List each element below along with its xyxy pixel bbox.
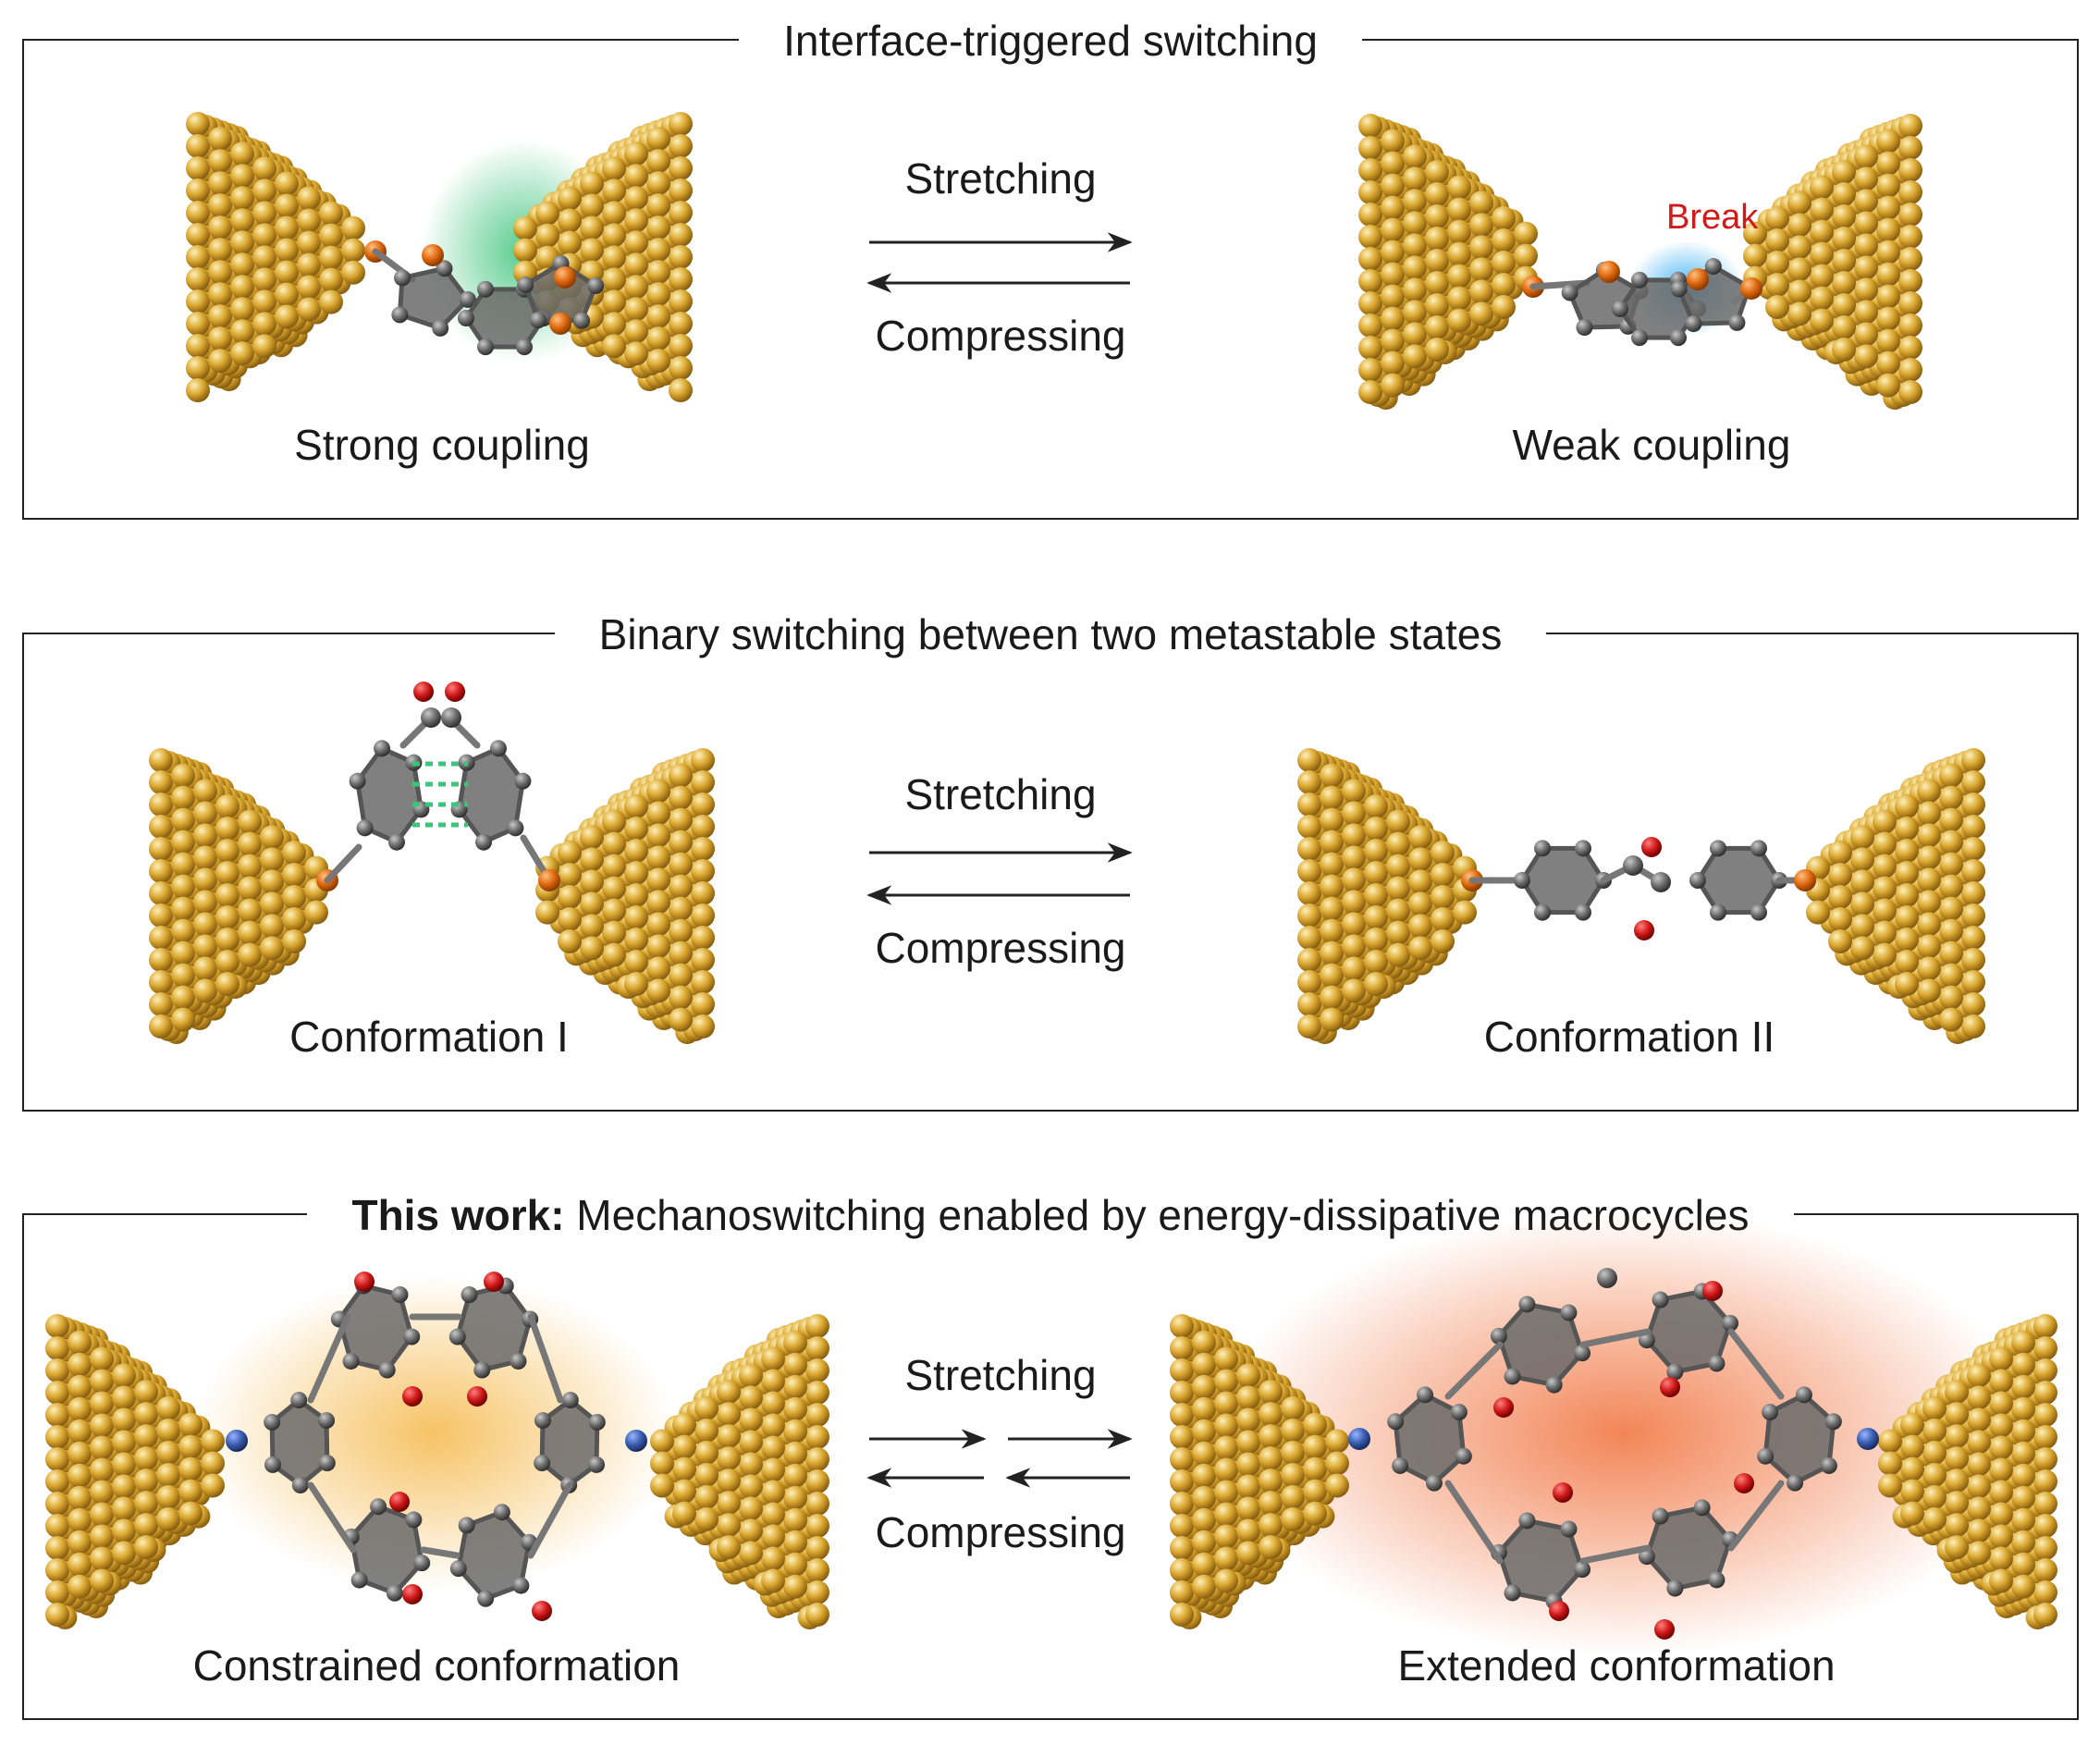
right-state-label: Conformation II bbox=[1483, 1013, 1775, 1061]
sulfur-atom bbox=[549, 313, 571, 335]
panel-3-illustration bbox=[45, 1211, 2057, 1655]
benzene-ring bbox=[1514, 840, 1612, 921]
left-gold-electrode bbox=[149, 748, 328, 1044]
thiophene-ring bbox=[391, 260, 476, 337]
left-gold-electrode bbox=[1170, 1314, 1349, 1629]
oxygen-atom bbox=[1553, 1482, 1573, 1503]
oxygen-atom bbox=[1634, 920, 1654, 940]
backward-label: Compressing bbox=[875, 924, 1126, 972]
nitrogen-atom bbox=[625, 1430, 647, 1452]
benzene-ring bbox=[1638, 1499, 1739, 1597]
forward-label: Stretching bbox=[904, 770, 1097, 818]
oxygen-atom bbox=[402, 1386, 423, 1407]
carbon-atom bbox=[421, 707, 441, 728]
orange-glow bbox=[194, 1276, 675, 1591]
right-gold-electrode bbox=[650, 1314, 829, 1629]
oxygen-atom bbox=[402, 1584, 423, 1604]
nitrogen-atom bbox=[226, 1430, 248, 1452]
oxygen-atom bbox=[389, 1492, 410, 1512]
oxygen-atom bbox=[1660, 1377, 1680, 1397]
right-gold-electrode bbox=[1743, 114, 1922, 410]
panel-interface-switching: Interface-triggered switching Stretching… bbox=[22, 17, 2079, 520]
benzene-ring bbox=[1490, 1296, 1591, 1394]
panel-2-illustration bbox=[149, 682, 1985, 1044]
carbon-atom bbox=[441, 707, 461, 728]
oxygen-atom bbox=[1734, 1473, 1754, 1493]
benzene-ring bbox=[342, 1498, 431, 1602]
right-state-label: Extended conformation bbox=[1397, 1641, 1836, 1690]
benzene-ring bbox=[1757, 1386, 1842, 1492]
right-gold-electrode bbox=[535, 748, 715, 1044]
benzene-ring bbox=[534, 1392, 606, 1493]
left-gold-electrode bbox=[45, 1314, 225, 1629]
oxygen-atom bbox=[1549, 1601, 1569, 1621]
red-glow bbox=[1217, 1211, 2031, 1655]
left-gold-electrode bbox=[1297, 748, 1477, 1044]
benzene-ring bbox=[449, 1504, 538, 1607]
oxygen-atom bbox=[354, 1272, 375, 1292]
benzene-ring bbox=[264, 1392, 336, 1493]
sulfur-atom bbox=[1598, 261, 1620, 283]
left-gold-electrode bbox=[186, 112, 365, 402]
carbon-atom bbox=[1597, 1268, 1617, 1288]
left-gold-electrode bbox=[1358, 114, 1538, 410]
sulfur-atom bbox=[538, 869, 560, 891]
sulfur-atom bbox=[1740, 277, 1762, 300]
forward-label: Stretching bbox=[904, 1351, 1097, 1399]
panel-this-work: This work: Mechanoswitching enabled by e… bbox=[22, 1191, 2079, 1720]
nitrogen-atom bbox=[1348, 1428, 1370, 1450]
sulfur-atom bbox=[422, 244, 444, 266]
oxygen-atom bbox=[1654, 1619, 1675, 1640]
sulfur-atom bbox=[554, 266, 576, 289]
left-state-label: Conformation I bbox=[289, 1013, 569, 1061]
right-gold-electrode bbox=[1878, 1314, 2057, 1629]
oxygen-atom bbox=[413, 682, 434, 702]
left-state-label: Constrained conformation bbox=[192, 1641, 681, 1690]
oxygen-atom bbox=[532, 1601, 552, 1621]
sulfur-atom bbox=[1687, 268, 1709, 290]
benzene-ring bbox=[1689, 840, 1787, 921]
carbon-atom bbox=[1651, 872, 1671, 892]
backward-label: Compressing bbox=[875, 312, 1126, 360]
carbon-atom bbox=[1623, 855, 1643, 876]
oxygen-atom bbox=[1702, 1281, 1723, 1301]
oxygen-atom bbox=[1493, 1397, 1514, 1418]
panel-binary-switching: Binary switching between two metastable … bbox=[22, 610, 2079, 1112]
right-state-label: Weak coupling bbox=[1512, 421, 1791, 469]
oxygen-atom bbox=[1641, 837, 1662, 857]
left-state-label: Strong coupling bbox=[294, 421, 590, 469]
backward-label: Compressing bbox=[875, 1508, 1126, 1556]
break-annotation: Break bbox=[1666, 198, 1759, 237]
benzene-ring bbox=[1387, 1386, 1472, 1492]
benzene-ring bbox=[349, 740, 430, 851]
nitrogen-atom bbox=[1857, 1428, 1879, 1450]
oxygen-atom bbox=[445, 682, 465, 702]
oxygen-atom bbox=[467, 1386, 487, 1407]
forward-label: Stretching bbox=[904, 154, 1097, 203]
right-gold-electrode bbox=[1806, 748, 1985, 1044]
panel-1-illustration bbox=[186, 112, 1922, 410]
sulfur-atom bbox=[1794, 869, 1816, 891]
oxygen-atom bbox=[484, 1272, 504, 1292]
benzene-ring bbox=[450, 740, 532, 851]
